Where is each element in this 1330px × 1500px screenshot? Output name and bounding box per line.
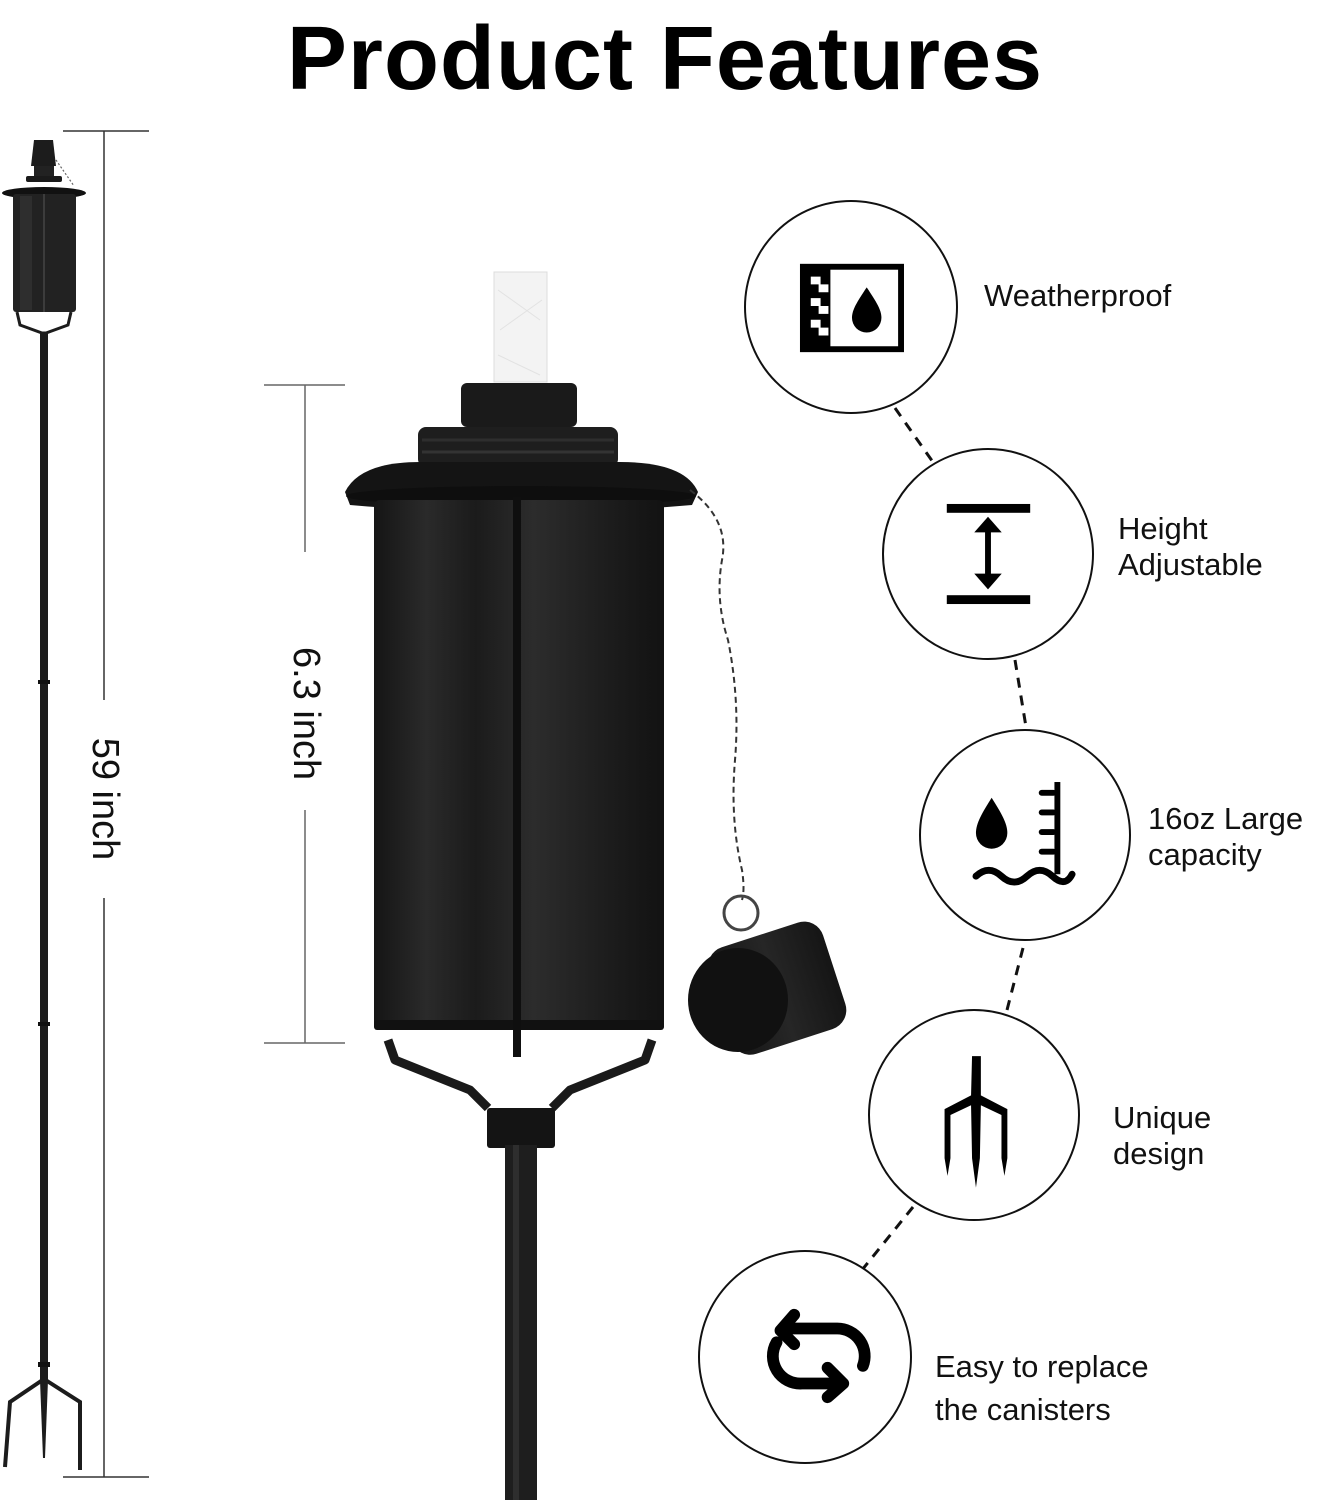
height-adjustable-icon [946, 503, 1031, 605]
large-capacity-icon [972, 782, 1076, 886]
page-title: Product Features [286, 9, 1044, 109]
unique-design-circle [868, 1009, 1080, 1221]
total-height-dimension-line [63, 130, 149, 1478]
easy-replace-circle [698, 1250, 912, 1464]
large-capacity-circle [919, 729, 1131, 941]
feature-label-easy-replace: Easy to replace the canisters [935, 1349, 1149, 1427]
feature-label-unique-design: Unique design [1113, 1100, 1212, 1171]
feature-label-weatherproof: Weatherproof [984, 278, 1172, 313]
weatherproof-circle [744, 200, 958, 414]
feature-label-height-adjustable: Height Adjustable [1118, 511, 1263, 582]
pitchfork-stake-icon [944, 1056, 1008, 1188]
weatherproof-icon [799, 263, 904, 353]
height-adjustable-circle [882, 448, 1094, 660]
feature-label-large-capacity: 16oz Large capacity [1148, 801, 1304, 872]
canister-height-dimension-line [264, 384, 345, 1044]
replace-cycle-icon [766, 1308, 871, 1404]
